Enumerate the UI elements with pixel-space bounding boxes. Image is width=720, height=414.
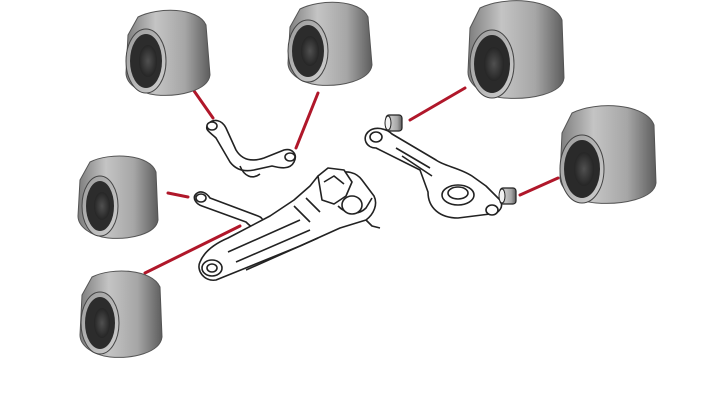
leader-line xyxy=(518,176,560,197)
bushing-middle-left xyxy=(77,155,159,239)
small-bushing-lower-right xyxy=(498,187,517,205)
bushing-lower-left xyxy=(79,270,163,358)
lower-control-arm xyxy=(364,127,503,219)
small-bushing-upper-right xyxy=(384,114,403,132)
leader-lines xyxy=(143,86,560,275)
trailing-arm-subframe xyxy=(198,167,381,281)
leader-line xyxy=(408,86,467,122)
bushing-upper-right-large xyxy=(467,0,565,99)
leader-line xyxy=(166,191,190,199)
leader-line xyxy=(190,86,215,120)
upper-control-arm xyxy=(205,119,297,178)
bushing-upper-left-2 xyxy=(287,1,373,86)
leader-line xyxy=(294,91,320,150)
toe-link xyxy=(193,191,265,230)
leader-line xyxy=(143,224,242,275)
bushing-upper-left-1 xyxy=(125,9,211,96)
bushing-middle-right-large xyxy=(559,105,657,204)
